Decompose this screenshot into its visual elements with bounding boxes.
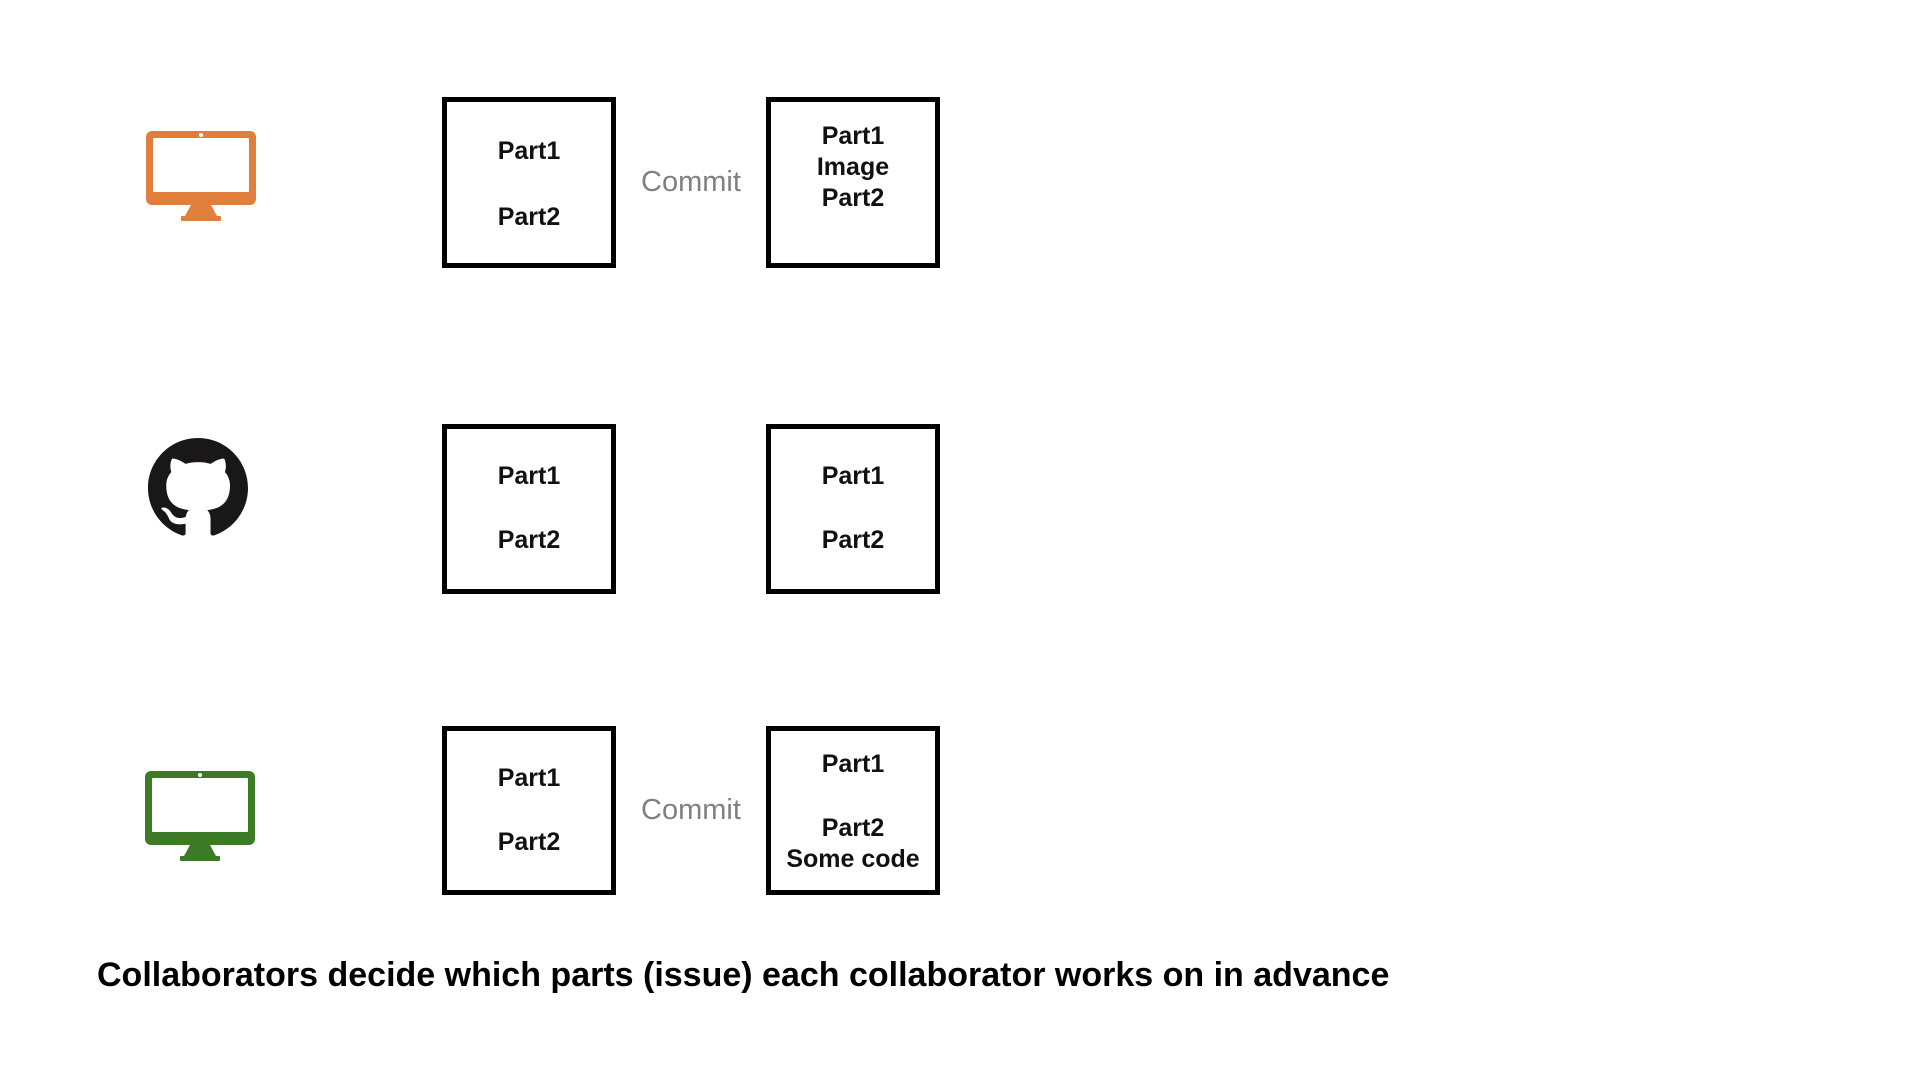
row3-commit-label: Commit <box>641 794 741 826</box>
monitor-camera-dot <box>198 773 202 777</box>
row2-right-box: Part1 Part2 <box>766 424 940 594</box>
box-line: Part2 <box>821 814 885 842</box>
monitor-body <box>145 771 255 845</box>
row1-commit-label: Commit <box>641 166 741 198</box>
box-line: Part1 <box>821 462 885 490</box>
box-line: Part1 <box>497 137 561 165</box>
monitor-stand-base <box>181 216 221 221</box>
box-line: Image <box>816 153 890 181</box>
box-line: Part2 <box>497 526 561 554</box>
diagram-caption: Collaborators decide which parts (issue)… <box>97 956 1390 994</box>
box-line: Part1 <box>497 462 561 490</box>
row3-right-box: Part1 Part2 Some code <box>766 726 940 895</box>
box-line: Some code <box>786 845 920 873</box>
box-line: Part1 <box>821 750 885 778</box>
row1-right-box: Part1 Image Part2 <box>766 97 940 268</box>
row1-left-box: Part1 Part2 <box>442 97 616 268</box>
box-line: Part2 <box>821 526 885 554</box>
monitor-screen <box>153 138 249 192</box>
box-line: Part2 <box>497 828 561 856</box>
monitor-stand-base <box>180 856 220 861</box>
box-line: Part1 <box>821 122 885 150</box>
row2-left-box: Part1 Part2 <box>442 424 616 594</box>
monitor-camera-dot <box>199 133 203 137</box>
monitor-stand-neck <box>184 845 216 856</box>
monitor-body <box>146 131 256 205</box>
row3-left-box: Part1 Part2 <box>442 726 616 895</box>
orange-computer-icon <box>146 131 256 221</box>
monitor-stand-neck <box>185 205 217 216</box>
green-computer-icon <box>145 771 255 861</box>
box-line: Part2 <box>821 184 885 212</box>
box-line: Part1 <box>497 764 561 792</box>
github-logo-icon <box>148 438 248 538</box>
box-line: Part2 <box>497 203 561 231</box>
monitor-screen <box>152 778 248 832</box>
